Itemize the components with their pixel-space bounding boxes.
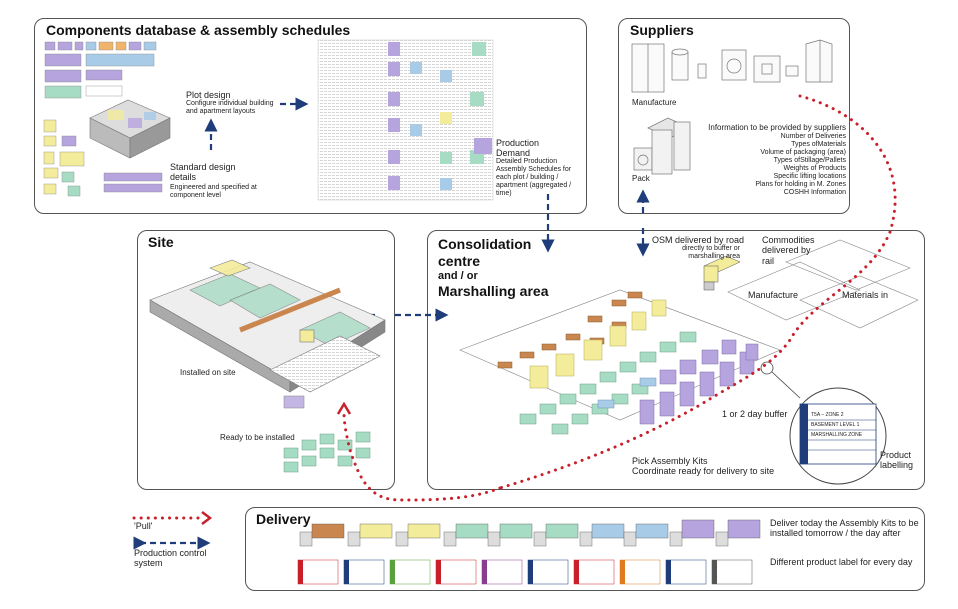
components-title: Components database & assembly schedules (46, 22, 351, 38)
production-demand-desc: Detailed Production Assembly Schedules f… (496, 158, 572, 198)
consolidation-title-line1: Consolidation (438, 236, 532, 252)
legend-graphics (132, 511, 213, 550)
suppliers-title: Suppliers (630, 22, 694, 38)
label-line: T5A – ZONE 2 (811, 412, 844, 418)
supplier-products (631, 39, 833, 93)
manufacture-label: Manufacture (632, 98, 677, 107)
supplier-info-item: Volume of packaging (area) (760, 149, 846, 157)
materials-in-zone-label: Materials in (842, 290, 889, 300)
pack-label: Pack (632, 174, 650, 183)
truck-icon (487, 523, 533, 547)
site-title: Site (148, 234, 174, 250)
supplier-info-item: Specific lifting locations (773, 173, 846, 181)
supplier-info-item: Types ofStillage/Pallets (773, 157, 846, 165)
truck-icon (395, 523, 441, 547)
production-demand-title: Production Demand (496, 138, 540, 159)
pick-kits-desc: Coordinate ready for delivery to site (632, 466, 775, 476)
buffer-label: 1 or 2 day buffer (722, 409, 788, 419)
truck-icon (669, 519, 715, 547)
supplier-info-item: Weights of Products (783, 165, 846, 173)
plot-design-title: Plot design (186, 90, 231, 100)
supplier-info-title: Information to be provided by suppliers (708, 123, 846, 132)
product-label-card: T5A – ZONE 2 BASEMENT LEVEL 1 MARSHALLIN… (811, 410, 862, 440)
osm-desc: directly to buffer or marshalling area (682, 245, 740, 261)
supplier-packed-products (633, 117, 691, 175)
pull-path (342, 94, 897, 502)
plot-design-desc: Configure individual building and apartm… (186, 100, 274, 116)
supplier-info-item: COSHH Information (783, 189, 846, 197)
product-labelling-label: Product labelling (880, 450, 914, 471)
label-card-icon (760, 361, 887, 485)
supplier-info-item: Plans for holding in M. Zones (755, 181, 846, 189)
supplier-info-list: Number of Deliveries Types ofMaterials V… (700, 133, 846, 197)
site-building-plan (149, 259, 386, 409)
label-line: BASEMENT LEVEL 1 (811, 422, 860, 428)
component-tiles (43, 41, 163, 197)
delivery-title: Delivery (256, 511, 311, 527)
truck-icon (715, 519, 761, 547)
installed-on-site-label: Installed on site (180, 368, 236, 377)
truck-icon (623, 523, 669, 547)
consolidation-goods (497, 291, 759, 435)
commodities-label: Commodities delivered by rail (762, 235, 815, 266)
marshalling-area-title: Marshalling area (438, 282, 549, 299)
delivery-labels (297, 559, 753, 585)
truck-icon (533, 523, 579, 547)
pick-kits-title: Pick Assembly Kits (632, 456, 708, 466)
site-ready-kits (283, 431, 371, 473)
manufacture-zone-label: Manufacture (748, 290, 799, 300)
standard-design-title: Standard design details (170, 162, 236, 183)
supplier-info-item: Number of Deliveries (780, 133, 846, 140)
supplier-info-item: Types ofMaterials (791, 141, 846, 149)
truck-icon (299, 523, 345, 547)
standard-design-desc: Engineered and specified at component le… (170, 184, 257, 200)
truck-icon (703, 255, 741, 291)
legend-pull-label: 'Pull' (134, 521, 153, 531)
assembly-schedule-sheets (317, 39, 494, 201)
pull-arrowhead (336, 401, 352, 415)
product-label-text: Different product label for every day (770, 557, 913, 567)
crate-icon (753, 55, 781, 83)
ready-to-install-label: Ready to be installed (220, 433, 295, 442)
truck-icon (347, 523, 393, 547)
consolidation-title-line2: centre (438, 252, 481, 269)
label-line: MARSHALLING ZONE (811, 432, 863, 438)
deliver-today-text: Deliver today the Assembly Kits to be in… (770, 518, 919, 539)
consolidation-and-or: and / or (438, 269, 478, 282)
osm-title: OSM delivered by road (652, 235, 745, 245)
consolidation-title: Consolidation centre and / or Marshallin… (438, 236, 549, 300)
cylinder-tank-icon (671, 51, 689, 81)
legend-control-label: Production control system (134, 548, 207, 569)
truck-icon (443, 523, 489, 547)
truck-icon (579, 523, 625, 547)
component-building-model (89, 99, 171, 159)
delivery-trucks (299, 519, 761, 547)
